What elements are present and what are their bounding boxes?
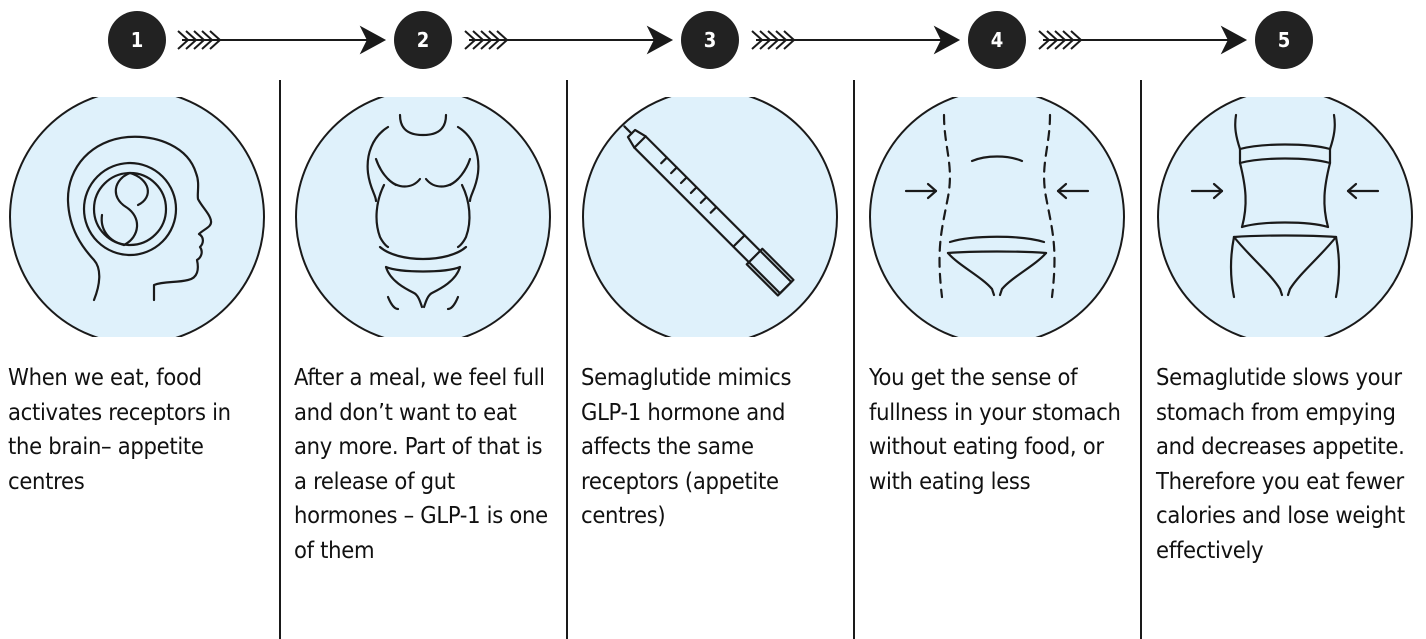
step-1-description: When we eat, food activates receptors in… (8, 360, 270, 498)
column-divider (1140, 80, 1142, 639)
step-2-description: After a meal, we feel full and don’t wan… (294, 360, 556, 567)
step-5-illustration (1150, 97, 1420, 337)
step-4-description: You get the sense of fullness in your st… (869, 360, 1131, 498)
step-number-badge: 5 (1255, 11, 1313, 69)
arrow-2-3 (465, 28, 671, 52)
arrow-4-5 (1039, 28, 1245, 52)
column-divider (279, 80, 281, 639)
slim-waist-icon (1150, 97, 1420, 337)
step-number-badge: 2 (394, 11, 452, 69)
step-3-description: Semaglutide mimics GLP-1 hormone and aff… (581, 360, 843, 533)
full-body-icon (288, 97, 558, 337)
step-1-illustration (2, 97, 272, 337)
step-2-illustration (288, 97, 558, 337)
arrow-1-2 (178, 28, 384, 52)
column-divider (566, 80, 568, 639)
column-divider (853, 80, 855, 639)
step-5-description: Semaglutide slows your stomach from empy… (1156, 360, 1418, 567)
step-number-badge: 3 (681, 11, 739, 69)
head-brain-icon (2, 97, 272, 337)
step-4-illustration (862, 97, 1132, 337)
injection-pen-icon (575, 97, 845, 337)
step-number-badge: 4 (968, 11, 1026, 69)
step-number-badge: 1 (108, 11, 166, 69)
arrow-3-4 (752, 28, 958, 52)
step-3-illustration (575, 97, 845, 337)
shrinking-waist-icon (862, 97, 1132, 337)
